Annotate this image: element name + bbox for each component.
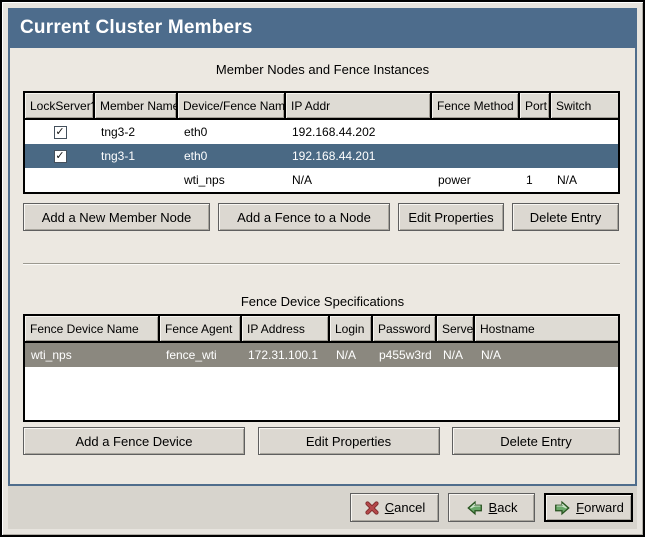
table-row[interactable]: wti_nps N/A power 1 N/A bbox=[25, 168, 618, 192]
delete-entry-button[interactable]: Delete Entry bbox=[512, 203, 619, 231]
back-button[interactable]: Back bbox=[448, 493, 535, 522]
column-header-device-fence-name[interactable]: Device/Fence Name bbox=[178, 93, 286, 118]
forward-label: Forward bbox=[576, 500, 624, 515]
cancel-label: Cancel bbox=[384, 500, 426, 515]
switch-cell: N/A bbox=[557, 173, 578, 187]
fence-method-cell bbox=[432, 120, 520, 144]
ip-addr-cell: 192.168.44.202 bbox=[292, 125, 376, 139]
ip-address-cell: 172.31.100.1 bbox=[248, 348, 319, 362]
add-fence-device-button[interactable]: Add a Fence Device bbox=[23, 427, 245, 455]
member-nodes-table: LockServer? Member Name Device/Fence Nam… bbox=[23, 91, 620, 194]
port-cell bbox=[520, 144, 551, 168]
fence-devices-table-caption: Fence Device Specifications bbox=[240, 294, 405, 309]
device-fence-name-cell: wti_nps bbox=[184, 173, 225, 187]
column-header-server[interactable]: Server bbox=[437, 316, 475, 341]
checkmark-icon: ✓ bbox=[55, 149, 65, 162]
member-name-cell: tng3-1 bbox=[101, 149, 136, 163]
hostname-cell: N/A bbox=[481, 348, 502, 362]
edit-properties-button[interactable]: Edit Properties bbox=[257, 427, 440, 455]
member-nodes-table-header: LockServer? Member Name Device/Fence Nam… bbox=[25, 93, 618, 120]
fence-method-cell bbox=[432, 144, 520, 168]
switch-cell bbox=[551, 144, 618, 168]
column-header-member-name[interactable]: Member Name bbox=[95, 93, 178, 118]
switch-cell bbox=[551, 120, 618, 144]
column-header-login[interactable]: Login bbox=[330, 316, 373, 341]
member-name-cell bbox=[95, 168, 178, 192]
ip-addr-cell: N/A bbox=[292, 173, 313, 187]
title-bar: Current Cluster Members bbox=[8, 8, 637, 48]
page-title: Current Cluster Members bbox=[20, 17, 253, 38]
cancel-button[interactable]: Cancel bbox=[350, 493, 439, 522]
column-header-lockserver[interactable]: LockServer? bbox=[25, 93, 95, 118]
add-fence-to-node-button[interactable]: Add a Fence to a Node bbox=[218, 203, 390, 231]
port-cell bbox=[520, 120, 551, 144]
password-cell: p455w3rd bbox=[379, 348, 432, 362]
login-cell: N/A bbox=[336, 348, 357, 362]
table-row[interactable]: ✓ tng3-2 eth0 192.168.44.202 bbox=[25, 120, 618, 144]
members-table-caption: Member Nodes and Fence Instances bbox=[215, 62, 430, 77]
port-cell: 1 bbox=[526, 173, 533, 187]
member-actions-row: Add a New Member Node Add a Fence to a N… bbox=[23, 203, 620, 231]
delete-entry-button[interactable]: Delete Entry bbox=[452, 427, 620, 455]
column-header-fence-method[interactable]: Fence Method bbox=[432, 93, 520, 118]
section-separator bbox=[23, 263, 620, 265]
action-bar: Cancel Back Forward bbox=[8, 486, 637, 529]
column-header-ip-address[interactable]: IP Address bbox=[242, 316, 330, 341]
ip-addr-cell: 192.168.44.201 bbox=[292, 149, 376, 163]
table-row-selected[interactable]: wti_nps fence_wti 172.31.100.1 N/A p455w… bbox=[25, 343, 618, 367]
column-header-fence-device-name[interactable]: Fence Device Name bbox=[25, 316, 160, 341]
edit-properties-button[interactable]: Edit Properties bbox=[398, 203, 504, 231]
table-row-selected[interactable]: ✓ tng3-1 eth0 192.168.44.201 bbox=[25, 144, 618, 168]
fence-devices-table: Fence Device Name Fence Agent IP Address… bbox=[23, 314, 620, 422]
lockserver-cell: ✓ bbox=[25, 144, 95, 168]
column-header-ip-addr[interactable]: IP Addr bbox=[286, 93, 432, 118]
wizard-content-panel: Member Nodes and Fence Instances LockSer… bbox=[8, 48, 637, 486]
device-fence-name-cell: eth0 bbox=[184, 149, 208, 163]
column-header-port[interactable]: Port bbox=[520, 93, 551, 118]
fence-agent-cell: fence_wti bbox=[166, 348, 217, 362]
fence-devices-table-header: Fence Device Name Fence Agent IP Address… bbox=[25, 316, 618, 343]
lockserver-checkbox[interactable]: ✓ bbox=[53, 149, 67, 163]
add-new-member-node-button[interactable]: Add a New Member Node bbox=[23, 203, 210, 231]
checkmark-icon: ✓ bbox=[55, 125, 65, 138]
lockserver-cell bbox=[25, 168, 95, 192]
red-x-icon bbox=[364, 500, 380, 516]
lockserver-cell: ✓ bbox=[25, 120, 95, 144]
lockserver-checkbox[interactable]: ✓ bbox=[53, 125, 67, 139]
device-fence-name-cell: eth0 bbox=[184, 125, 208, 139]
fence-method-cell: power bbox=[438, 173, 471, 187]
column-header-fence-agent[interactable]: Fence Agent bbox=[160, 316, 242, 341]
green-arrow-left-icon bbox=[466, 499, 484, 517]
fence-device-actions-row: Add a Fence Device Edit Properties Delet… bbox=[23, 427, 620, 455]
column-header-hostname[interactable]: Hostname bbox=[475, 316, 618, 341]
back-label: Back bbox=[488, 500, 518, 515]
empty-table-area bbox=[25, 367, 618, 420]
column-header-password[interactable]: Password bbox=[373, 316, 437, 341]
forward-button[interactable]: Forward bbox=[544, 493, 633, 522]
server-cell: N/A bbox=[443, 348, 464, 362]
green-arrow-right-icon bbox=[553, 499, 571, 517]
fence-device-name-cell: wti_nps bbox=[31, 348, 72, 362]
member-name-cell: tng3-2 bbox=[101, 125, 136, 139]
column-header-switch[interactable]: Switch bbox=[551, 93, 618, 118]
